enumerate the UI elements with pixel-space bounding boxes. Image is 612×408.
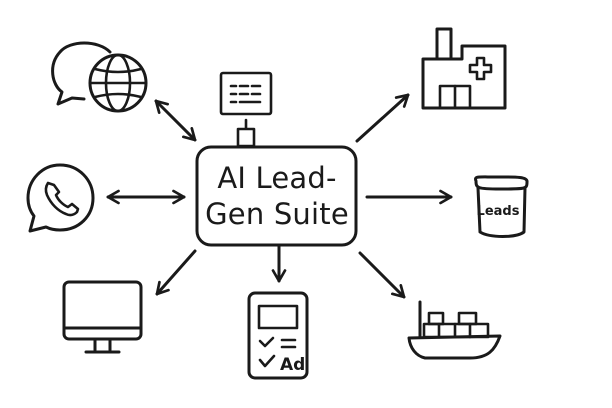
chat-hub-arrow — [154, 99, 197, 142]
hub-box[interactable] — [195, 145, 358, 247]
chat-globe-icon — [51, 41, 148, 113]
leads-label: Leads — [476, 204, 520, 219]
cargo-ship-icon — [407, 300, 502, 360]
ad-label: Ad — [280, 355, 306, 375]
whatsapp-icon — [26, 163, 95, 233]
hub-title: AI Lead- Gen Suite — [198, 148, 356, 244]
hub-ship-arrow — [358, 251, 406, 299]
hub-title-line1: AI Lead- — [217, 161, 337, 195]
ad-checklist-icon — [247, 291, 309, 380]
hub-monitor-arrow — [155, 249, 197, 296]
form-display-icon — [219, 71, 273, 148]
hub-factory-arrow — [355, 93, 410, 143]
hub-title-line2: Gen Suite — [205, 197, 349, 231]
factory-hospital-icon — [421, 27, 507, 110]
desktop-monitor-icon — [62, 280, 143, 354]
bucket-icon — [474, 175, 529, 238]
